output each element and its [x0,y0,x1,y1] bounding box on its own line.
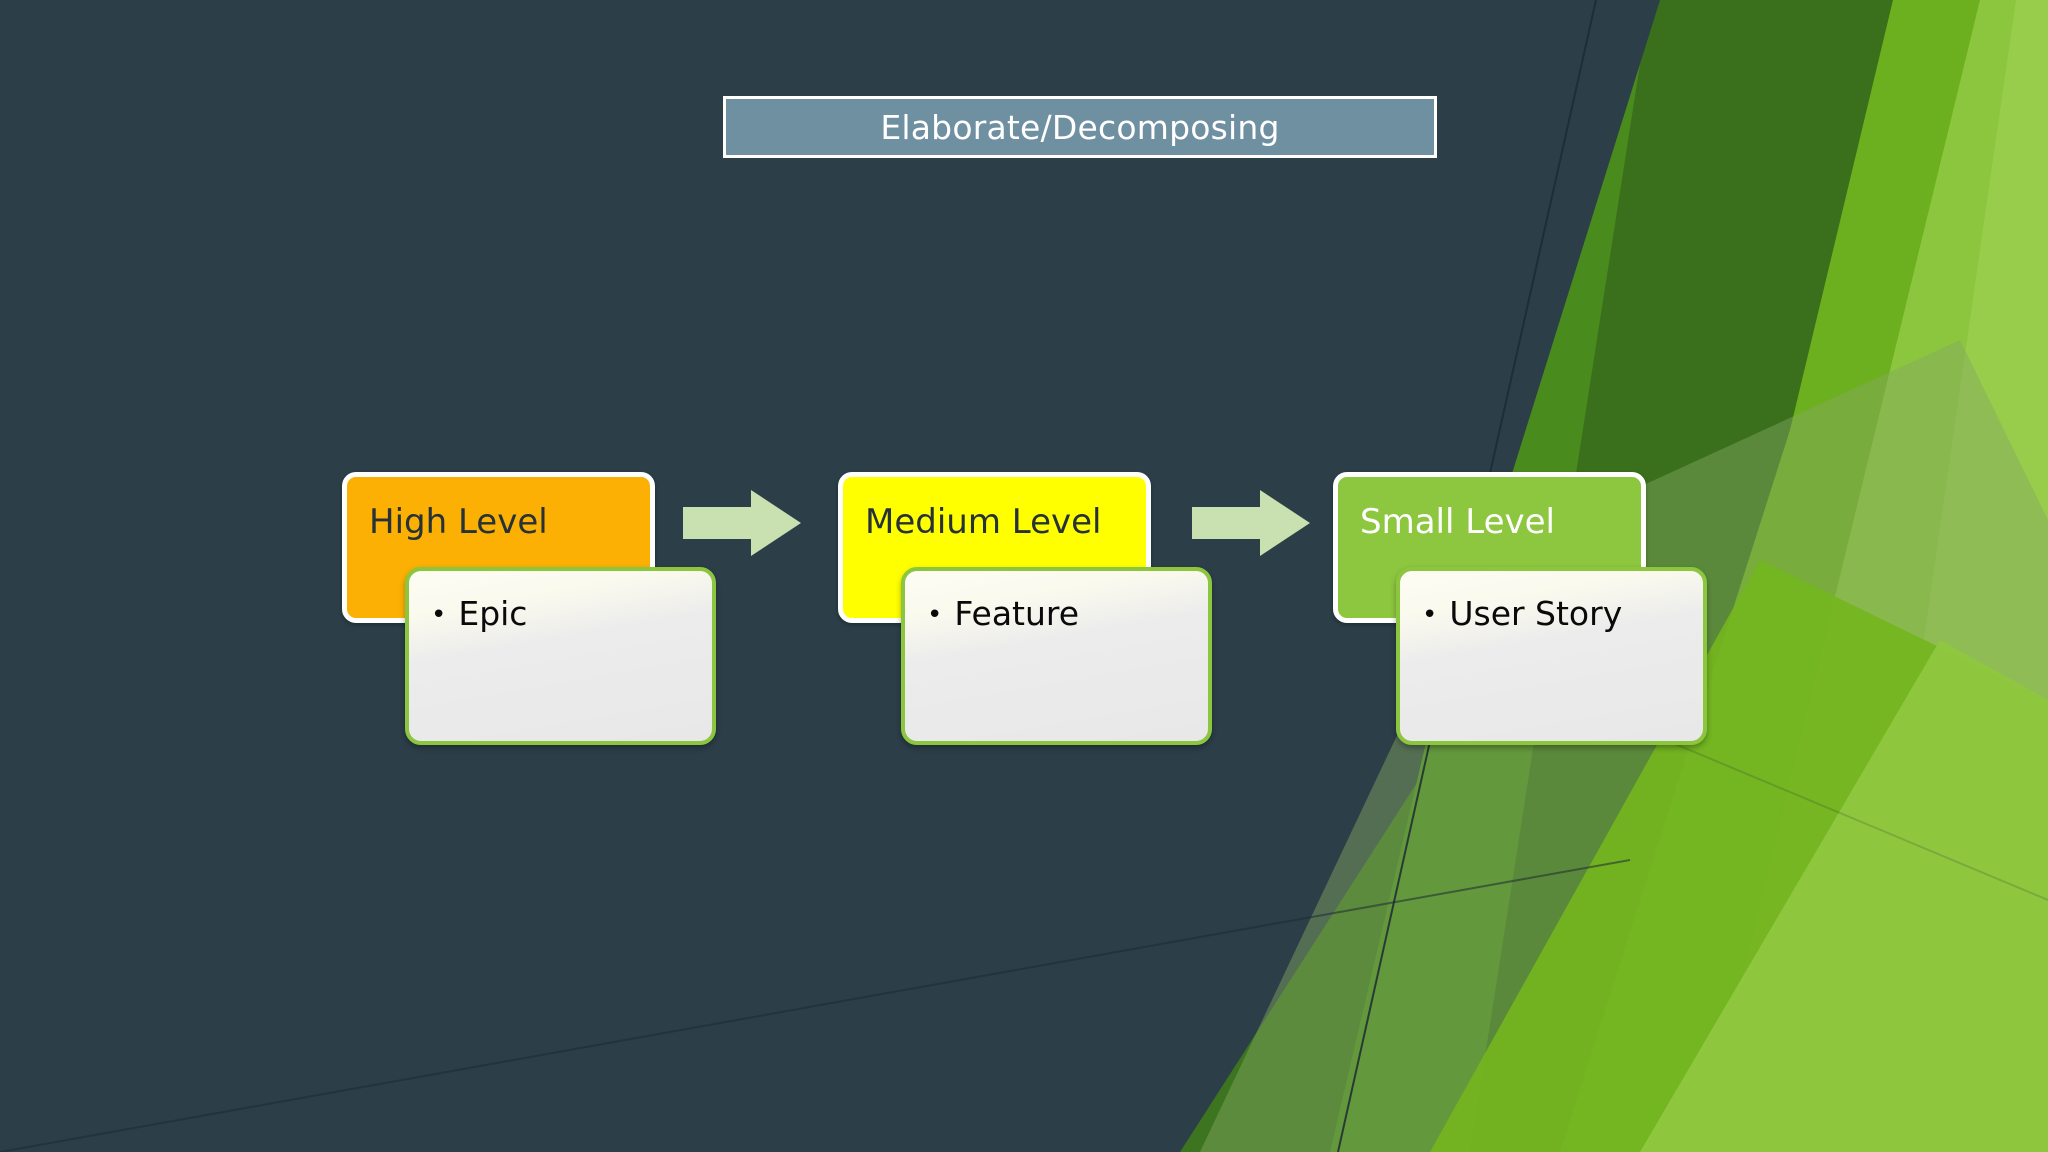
flow-arrow-2 [1192,490,1310,556]
bg-hairline-2 [0,859,1631,1152]
bullet-icon: • [1422,600,1438,630]
content-box-feature[interactable]: • Feature [901,567,1212,745]
content-box-user-story-label: User Story [1449,594,1623,633]
bg-green-light-2 [1850,0,2048,1152]
bg-wedge-bottom-left [0,1030,78,1152]
content-box-epic[interactable]: • Epic [405,567,716,745]
content-box-epic-label: Epic [458,594,528,633]
page-title: Elaborate/Decomposing [880,107,1280,147]
bg-green-light-1 [1700,0,2048,1152]
level-box-medium-label: Medium Level [865,502,1102,542]
content-box-epic-text: • Epic [431,594,527,633]
level-box-high-label: High Level [369,502,548,542]
bg-green-olive-overlay [1200,340,2048,1152]
content-box-feature-text: • Feature [927,594,1079,633]
flow-arrow-1 [683,490,801,556]
slide-title-bar: Elaborate/Decomposing [723,96,1437,158]
bullet-icon: • [431,600,447,630]
content-box-feature-label: Feature [954,594,1080,633]
content-box-user-story-text: • User Story [1422,594,1622,633]
level-box-small-label: Small Level [1360,502,1555,542]
content-box-user-story[interactable]: • User Story [1396,567,1707,745]
bullet-icon: • [927,600,943,630]
